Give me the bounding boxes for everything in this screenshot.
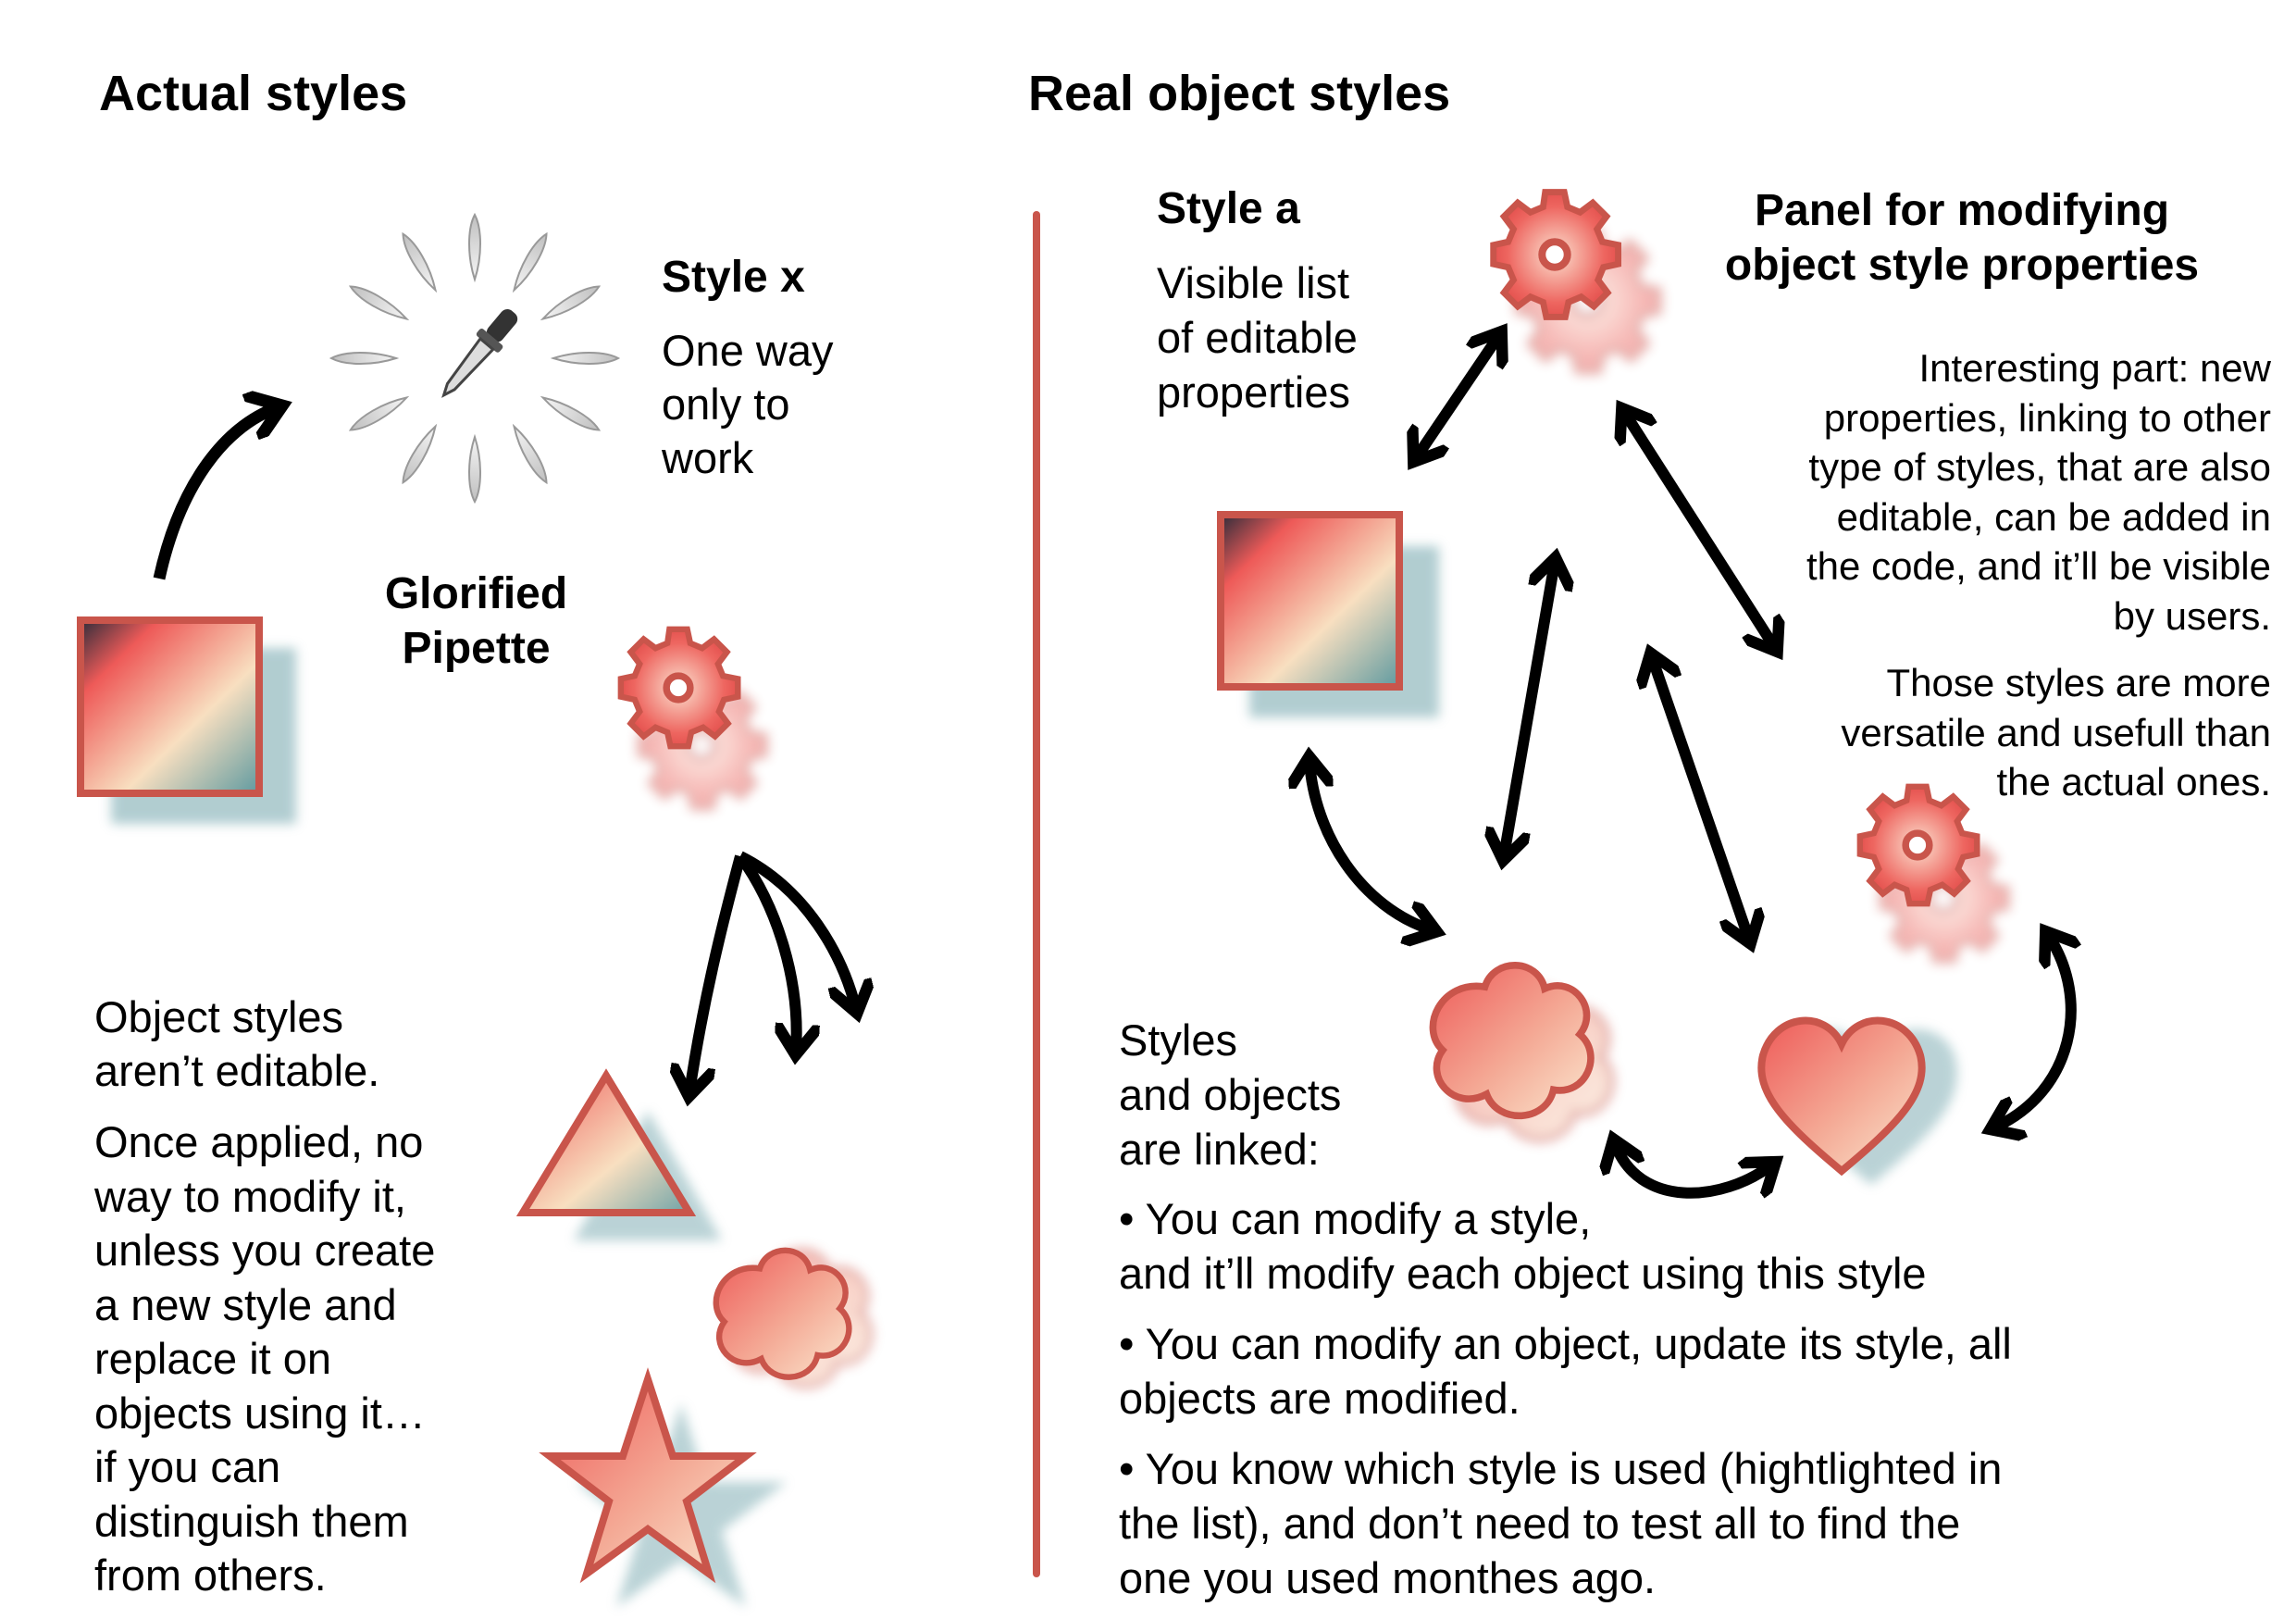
gear-icon xyxy=(1494,193,1658,371)
square-shape-icon xyxy=(1217,511,1439,717)
flower-shape-icon xyxy=(716,1251,870,1386)
gear-icon xyxy=(621,629,765,808)
arrow-icon xyxy=(1309,335,2071,1199)
style-x-title: Style x xyxy=(662,253,805,302)
arrow-icon xyxy=(153,407,278,580)
triangle-shape-icon xyxy=(515,1068,722,1240)
gear-icon xyxy=(1860,787,2007,961)
flower-shape-icon xyxy=(1433,965,1611,1140)
arrow-icon xyxy=(689,851,856,1092)
left-section-title: Actual styles xyxy=(99,66,408,121)
pipette-icon xyxy=(329,212,621,504)
square-shape-icon xyxy=(77,616,296,824)
heart-shape-icon xyxy=(1757,1016,1957,1185)
bullet-know-style: • You know which style is used (hightlig… xyxy=(1119,1444,2003,1602)
section-divider xyxy=(1033,211,1040,1577)
bullet-modify-style: • You can modify a style,and it’ll modif… xyxy=(1119,1194,1927,1298)
right-section-title: Real object styles xyxy=(1028,66,1451,121)
bullet-modify-object: • You can modify an object, update its s… xyxy=(1119,1319,2012,1423)
style-a-title: Style a xyxy=(1157,184,1300,233)
star-shape-icon xyxy=(539,1367,787,1607)
